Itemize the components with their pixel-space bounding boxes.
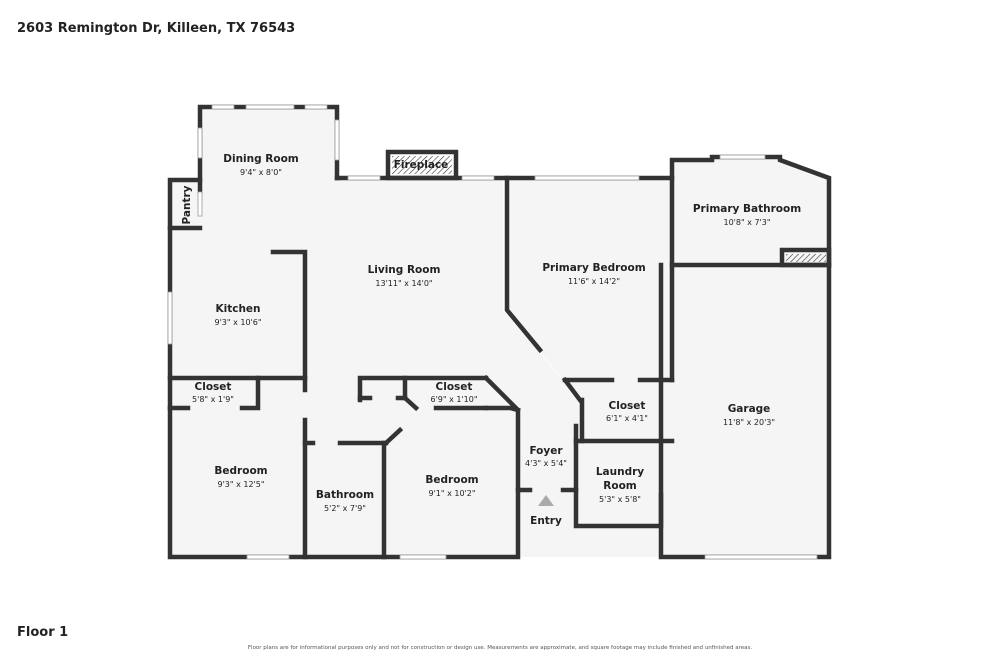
dining-room-name: Dining Room (223, 153, 299, 165)
living-room-dims: 13'11" x 14'0" (375, 279, 432, 288)
closet-2-dims: 6'9" x 1'10" (430, 395, 477, 404)
pantry-label: Pantry (181, 185, 193, 224)
garage-dims: 11'8" x 20'3" (723, 418, 775, 427)
closet-2-name: Closet (436, 381, 473, 393)
kitchen-name: Kitchen (215, 303, 260, 315)
entry-label: Entry (530, 515, 562, 527)
laundry-room-name-line1: Laundry (596, 466, 644, 478)
closet-3-name: Closet (609, 400, 646, 412)
entry-arrow-icon (538, 495, 554, 506)
fireplace-hatch (392, 156, 452, 174)
laundry-room-dims: 5'3" x 5'8" (599, 495, 641, 504)
bathroom-dims: 5'2" x 7'9" (324, 504, 366, 513)
primary-bedroom-name: Primary Bedroom (542, 262, 645, 274)
living-room-name: Living Room (368, 264, 441, 276)
disclaimer-text: Floor plans are for informational purpos… (247, 645, 753, 651)
bathroom-name: Bathroom (316, 489, 374, 501)
dining-room-dims: 9'4" x 8'0" (240, 168, 282, 177)
bath-hatch (786, 254, 826, 262)
fireplace-label: Fireplace (394, 159, 449, 171)
floor-label: Floor 1 (17, 625, 69, 640)
laundry-room-name-line2: Room (603, 480, 637, 492)
bedroom-1-dims: 9'3" x 12'5" (217, 480, 264, 489)
foyer-name: Foyer (529, 445, 563, 457)
primary-bathroom-name: Primary Bathroom (693, 203, 801, 215)
primary-bedroom-dims: 11'6" x 14'2" (568, 277, 620, 286)
windows (167, 104, 818, 560)
kitchen-dims: 9'3" x 10'6" (214, 318, 261, 327)
foyer-dims: 4'3" x 5'4" (525, 459, 567, 468)
garage-name: Garage (728, 403, 771, 415)
bedroom-2-dims: 9'1" x 10'2" (428, 489, 475, 498)
bedroom-1-name: Bedroom (214, 465, 267, 477)
closet-1-name: Closet (195, 381, 232, 393)
closet-3-dims: 6'1" x 4'1" (606, 414, 648, 423)
closet-1-dims: 5'8" x 1'9" (192, 395, 234, 404)
property-address: 2603 Remington Dr, Killeen, TX 76543 (17, 21, 296, 36)
primary-bathroom-dims: 10'8" x 7'3" (723, 218, 770, 227)
bedroom-2-name: Bedroom (425, 474, 478, 486)
